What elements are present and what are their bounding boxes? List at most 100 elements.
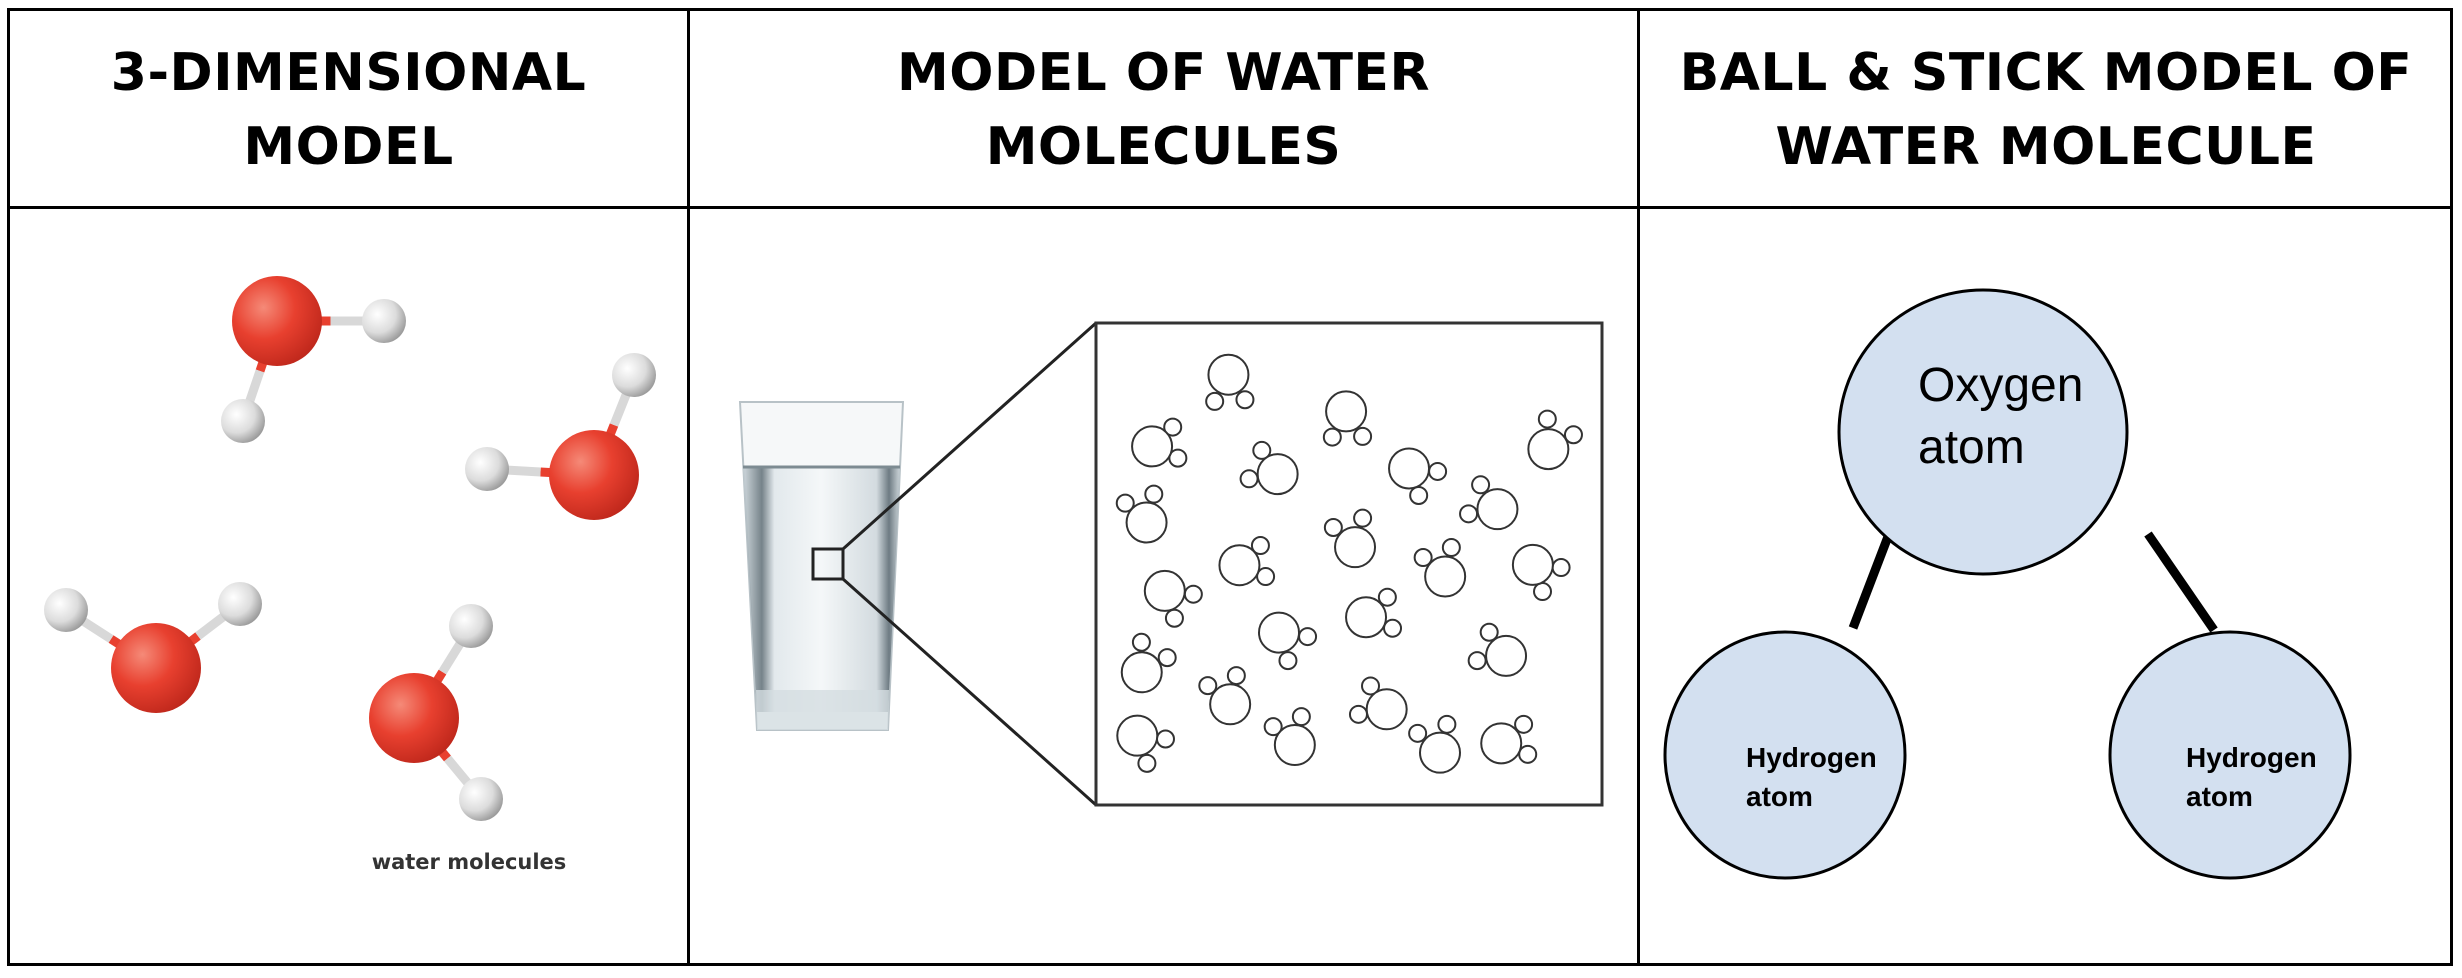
hydrogen-ball — [362, 299, 406, 343]
oxygen-atom — [1837, 288, 2129, 576]
water-molecule-outline — [1198, 666, 1252, 726]
water-molecule-outline — [1131, 417, 1188, 468]
magnify-square — [811, 547, 845, 581]
hydrogen-circle — [1298, 627, 1318, 647]
water-molecule-outline — [1527, 409, 1583, 471]
hydrogen-circle — [1413, 548, 1433, 568]
header-line: MODEL OF WATER — [897, 43, 1430, 103]
water-molecule-3d — [44, 582, 262, 713]
hydrogen-circle — [1383, 618, 1403, 638]
water-molecules-caption: water molecules — [371, 850, 567, 874]
oxygen-circle — [1511, 543, 1554, 586]
water-molecule-outline — [1115, 484, 1168, 544]
hydrogen-right-label: Hydrogen atom — [2186, 738, 2317, 816]
ball-stick-model — [1663, 288, 2352, 880]
water-molecule-outline — [1388, 447, 1448, 505]
hydrogen-circle — [1323, 517, 1343, 537]
water-molecule-outline — [1205, 353, 1255, 411]
water-molecule-outline — [1345, 587, 1403, 639]
hydrogen-circle — [1137, 753, 1157, 773]
oxygen-circle — [1424, 555, 1467, 598]
water-molecule-outline — [1322, 390, 1373, 447]
label-line: Hydrogen — [2186, 742, 2317, 773]
water-molecule-outline — [1218, 536, 1276, 587]
header-line: 3-DIMENSIONAL — [110, 43, 587, 103]
oxygen-circle — [1218, 544, 1261, 587]
header-ball-stick: BALL & STICK MODEL OF WATER MOLECULE — [1640, 30, 2452, 190]
label-line: atom — [1918, 421, 2025, 474]
hydrogen-circle — [1322, 427, 1342, 447]
column-divider — [687, 8, 690, 966]
oxygen-label: Oxygen atom — [1918, 355, 2083, 479]
oxygen-circle — [1209, 683, 1252, 726]
hydrogen-circle — [1226, 666, 1246, 686]
oxygen-ball — [369, 673, 459, 763]
table-frame — [7, 8, 2453, 966]
water-glass — [738, 321, 1097, 807]
hydrogen-circle — [1239, 469, 1259, 489]
water-molecule-3d — [465, 353, 656, 520]
water-molecule-outline — [1263, 707, 1316, 767]
hydrogen-circle — [1353, 508, 1373, 528]
hydrogen-circle — [1479, 622, 1499, 642]
hydrogen-atom-right — [2108, 630, 2352, 880]
outline-molecules — [1115, 353, 1583, 774]
hydrogen-circle — [1291, 707, 1311, 727]
oxygen-ball — [549, 430, 639, 520]
oxygen-ball — [111, 623, 201, 713]
oxygen-circle — [1143, 569, 1186, 612]
label-line: atom — [1746, 781, 1813, 812]
hydrogen-circle — [1263, 717, 1283, 737]
hydrogen-circle — [1163, 417, 1183, 437]
oxygen-circle — [1527, 428, 1570, 471]
hydrogen-circle — [1250, 536, 1270, 556]
hydrogen-circle — [1408, 723, 1428, 743]
oxygen-circle — [1480, 722, 1523, 765]
water-molecule-outline — [1348, 676, 1408, 731]
water-molecule-outline — [1239, 440, 1299, 496]
hydrogen-left-label: Hydrogen atom — [1746, 738, 1877, 816]
hydrogen-circle — [1144, 484, 1164, 504]
hydrogen-circle — [1551, 558, 1571, 578]
header-3d-model: 3-DIMENSIONAL MODEL — [10, 30, 687, 190]
water-molecule-outline — [1258, 611, 1318, 671]
hydrogen-circle — [1428, 461, 1448, 481]
oxygen-circle — [1207, 353, 1250, 396]
hydrogen-ball — [449, 604, 493, 648]
hydrogen-circle — [1441, 538, 1461, 558]
hydrogen-circle — [1198, 676, 1218, 696]
water-molecule-outline — [1116, 714, 1175, 773]
bond-left — [1848, 532, 1894, 630]
header-line: BALL & STICK MODEL OF — [1679, 43, 2413, 103]
hydrogen-circle — [1157, 648, 1177, 668]
hydrogen-circle — [1518, 744, 1538, 764]
bond-right — [2144, 531, 2218, 633]
hydrogen-circle — [1164, 608, 1184, 628]
hydrogen-ball — [218, 582, 262, 626]
oxygen-circle — [1365, 688, 1408, 731]
hydrogen-ball — [612, 353, 656, 397]
hydrogen-ball — [465, 447, 509, 491]
oxygen-circle — [1325, 390, 1368, 433]
water-molecule-3d — [369, 604, 503, 821]
3d-molecules — [44, 276, 656, 821]
water-molecule-outline — [1323, 508, 1377, 569]
label-line: atom — [2186, 781, 2253, 812]
water-molecule-outline — [1413, 538, 1467, 598]
oxygen-circle — [1388, 447, 1431, 490]
hydrogen-circle — [1471, 475, 1491, 495]
hydrogen-ball — [221, 399, 265, 443]
header-divider — [7, 206, 2453, 209]
hydrogen-circle — [1563, 425, 1583, 445]
header-line: MODEL — [243, 117, 454, 177]
hydrogen-circle — [1533, 582, 1553, 602]
oxygen-circle — [1256, 453, 1299, 496]
label-line: Hydrogen — [1746, 742, 1877, 773]
hydrogen-circle — [1467, 651, 1487, 671]
hydrogen-circle — [1155, 729, 1175, 749]
hydrogen-circle — [1537, 409, 1557, 429]
header-line: WATER MOLECULE — [1775, 117, 2317, 177]
hydrogen-circle — [1348, 704, 1368, 724]
hydrogen-ball — [459, 777, 503, 821]
